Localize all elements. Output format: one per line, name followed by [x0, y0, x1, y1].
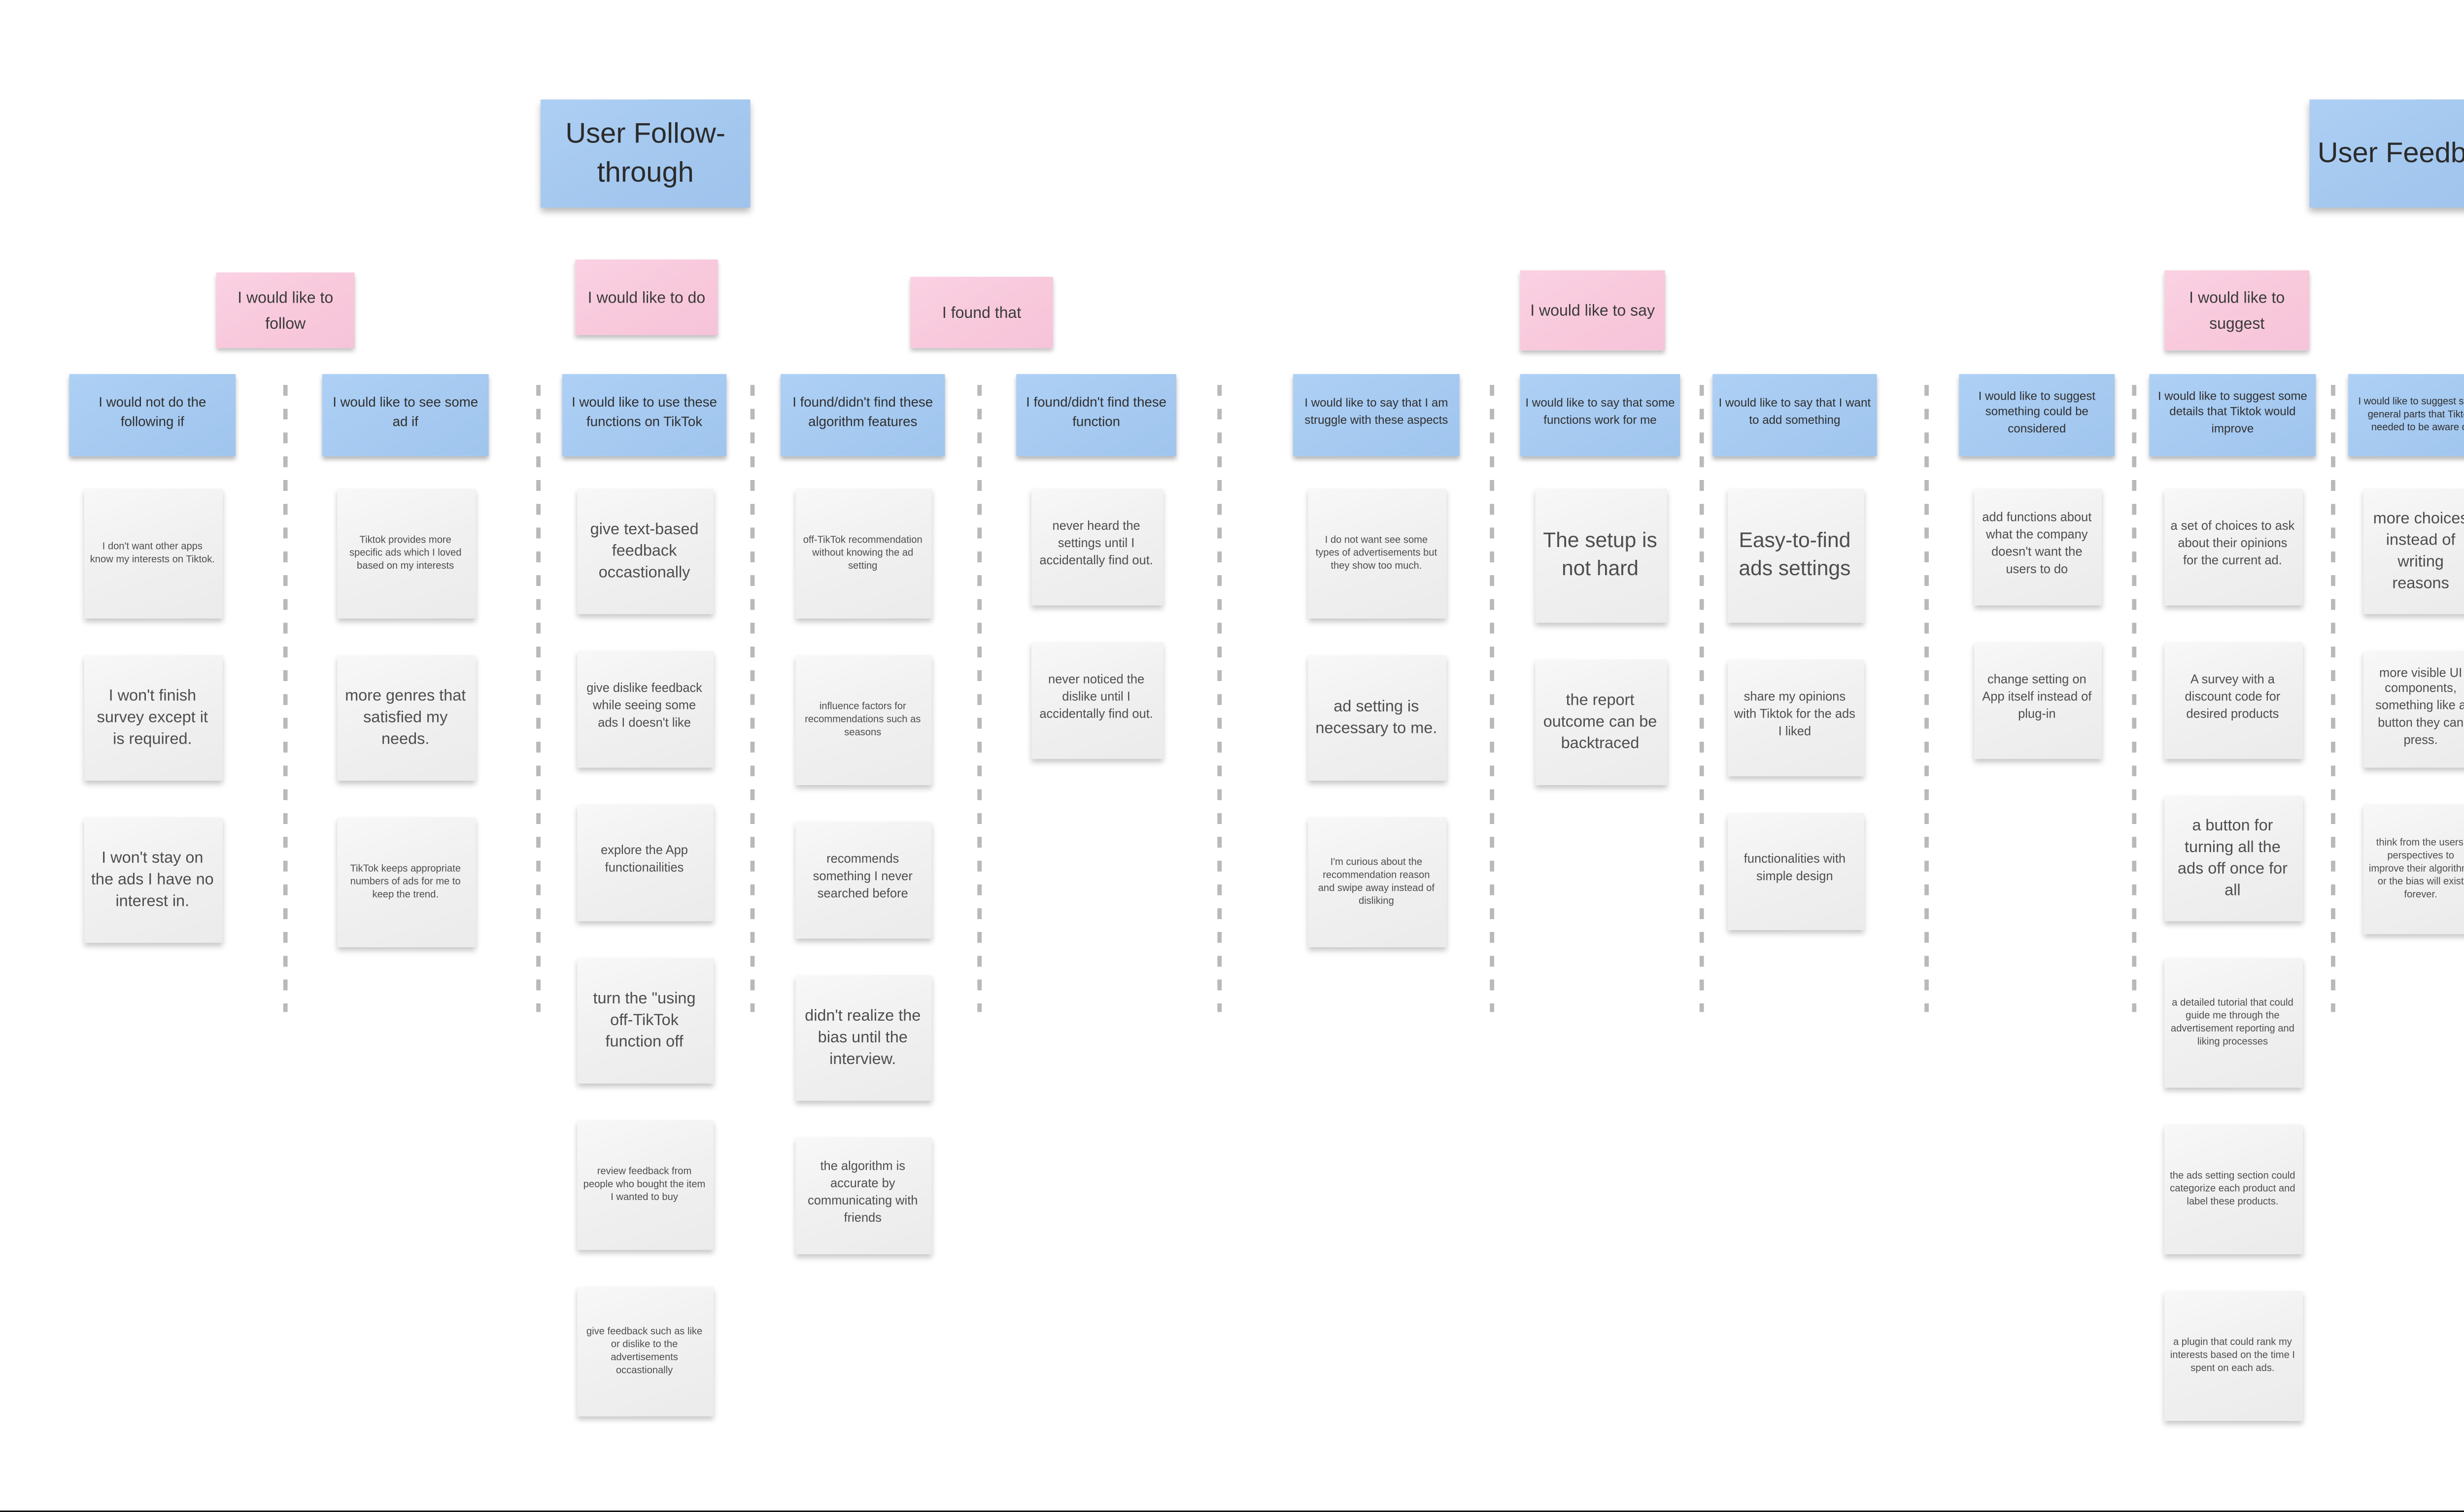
sticky-note[interactable]: I won't stay on the ads I have no intere… [83, 817, 222, 943]
dashed-separator [750, 385, 754, 1012]
sticky-note[interactable]: Tiktok provides more specific ads which … [336, 488, 475, 619]
category-note[interactable]: I would like to do [575, 259, 718, 336]
note-column: I would like to suggest something could … [1959, 374, 2115, 796]
subcategory-note[interactable]: I would like to suggest some details tha… [2149, 374, 2316, 456]
dashed-separator [1699, 385, 1703, 1012]
sticky-note[interactable]: explore the App functionailities [576, 804, 713, 922]
note-column: I would like to suggest some details tha… [2149, 374, 2316, 1457]
note-column: I would like to use these functions on T… [562, 374, 727, 1453]
sticky-note[interactable]: didn't realize the bias until the interv… [794, 975, 931, 1101]
sticky-note[interactable]: turn the "using off-TikTok function off [576, 958, 713, 1084]
note-column: I would not do the following if I don't w… [69, 374, 236, 980]
category-note[interactable]: I would like to say [1520, 270, 1665, 350]
sticky-note[interactable]: think from the users' perspectives to im… [2362, 804, 2464, 934]
dashed-separator [1490, 385, 1494, 1012]
note-column: I would like to say that some functions … [1520, 374, 1680, 822]
sticky-note[interactable]: more choices instead of writing reasons [2362, 488, 2464, 615]
sticky-note[interactable]: never heard the settings until I acciden… [1030, 488, 1163, 606]
note-column: I would like to suggest some general par… [2348, 374, 2464, 971]
sticky-note[interactable]: the report outcome can be backtraced [1534, 659, 1666, 785]
sticky-note[interactable]: I won't finish survey except it is requi… [83, 655, 222, 781]
sticky-note[interactable]: I'm curious about the recommendation rea… [1307, 817, 1446, 947]
dashed-separator [1217, 385, 1221, 1012]
sticky-note[interactable]: I do not want see some types of advertis… [1307, 488, 1446, 619]
note-column: I would like to say that I want to add s… [1712, 374, 1877, 966]
subcategory-note[interactable]: I would like to say that I am struggle w… [1293, 374, 1460, 456]
dashed-separator [536, 385, 540, 1012]
sticky-note[interactable]: give text-based feedback occastionally [576, 488, 713, 615]
subcategory-note[interactable]: I would like to say that I want to add s… [1712, 374, 1877, 456]
sticky-note[interactable]: a detailed tutorial that could guide me … [2163, 958, 2302, 1088]
group-header-note[interactable]: User Feedback [2309, 99, 2464, 208]
category-note[interactable]: I found that [910, 276, 1053, 348]
sticky-note[interactable]: ad setting is necessary to me. [1307, 655, 1446, 781]
sticky-note[interactable]: give dislike feedback while seeing some … [576, 651, 713, 768]
sticky-note[interactable]: functionalities with simple design [1726, 813, 1863, 930]
sticky-note[interactable]: off-TikTok recommendation without knowin… [794, 488, 931, 619]
dashed-separator [977, 385, 981, 1012]
sticky-note[interactable]: I don't want other apps know my interest… [83, 488, 222, 619]
note-column: I would like to see some ad if Tiktok pro… [322, 374, 489, 984]
sticky-note[interactable]: add functions about what the company doe… [1973, 488, 2101, 606]
category-note[interactable]: I would like to suggest [2164, 270, 2310, 350]
dashed-separator [1924, 385, 1928, 1012]
sticky-note[interactable]: the ads setting section could categorize… [2163, 1124, 2302, 1254]
subcategory-note[interactable]: I would like to see some ad if [322, 374, 489, 456]
sticky-note[interactable]: change setting on App itself instead of … [1973, 642, 2101, 759]
dashed-separator [2331, 385, 2335, 1012]
subcategory-note[interactable]: I found/didn't find these function [1016, 374, 1176, 456]
sticky-note[interactable]: the algorithm is accurate by communicati… [794, 1137, 931, 1254]
subcategory-note[interactable]: I found/didn't find these algorithm feat… [780, 374, 945, 456]
sticky-note[interactable]: a button for turning all the ads off onc… [2163, 795, 2302, 922]
sticky-note[interactable]: more visible UI components, something li… [2362, 651, 2464, 768]
subcategory-note[interactable]: I would like to use these functions on T… [562, 374, 727, 456]
note-column: I would like to say that I am struggle w… [1293, 374, 1460, 984]
sticky-note[interactable]: A survey with a discount code for desire… [2163, 642, 2302, 759]
sticky-note[interactable]: share my opinions with Tiktok for the ad… [1726, 659, 1863, 777]
sticky-note[interactable]: Easy-to-find ads settings [1726, 488, 1863, 623]
dashed-separator [2132, 385, 2136, 1012]
subcategory-note[interactable]: I would like to say that some functions … [1520, 374, 1680, 456]
subcategory-note[interactable]: I would not do the following if [69, 374, 236, 456]
sticky-note[interactable]: The setup is not hard [1534, 488, 1666, 623]
sticky-note[interactable]: never noticed the dislike until I accide… [1030, 642, 1163, 759]
subcategory-note[interactable]: I would like to suggest some general par… [2348, 374, 2464, 456]
note-column: I found/didn't find these algorithm feat… [780, 374, 945, 1291]
sticky-note[interactable]: a set of choices to ask about their opin… [2163, 488, 2302, 606]
sticky-note[interactable]: review feedback from people who bought t… [576, 1120, 713, 1250]
dashed-separator [283, 385, 287, 1012]
sticky-note[interactable]: more genres that satisfied my needs. [336, 655, 475, 781]
note-column: I found/didn't find these function never … [1016, 374, 1176, 796]
sticky-note[interactable]: recommends something I never searched be… [794, 822, 931, 939]
subcategory-note[interactable]: I would like to suggest something could … [1959, 374, 2115, 456]
sticky-note[interactable]: give feedback such as like or dislike to… [576, 1286, 713, 1417]
sticky-note[interactable]: a plugin that could rank my interests ba… [2163, 1291, 2302, 1421]
sticky-note[interactable]: influence factors for recommendations su… [794, 655, 931, 785]
category-note[interactable]: I would like to follow [216, 272, 355, 348]
sticky-note[interactable]: TikTok keeps appropriate numbers of ads … [336, 817, 475, 947]
group-header-note[interactable]: User Follow-through [540, 99, 751, 208]
